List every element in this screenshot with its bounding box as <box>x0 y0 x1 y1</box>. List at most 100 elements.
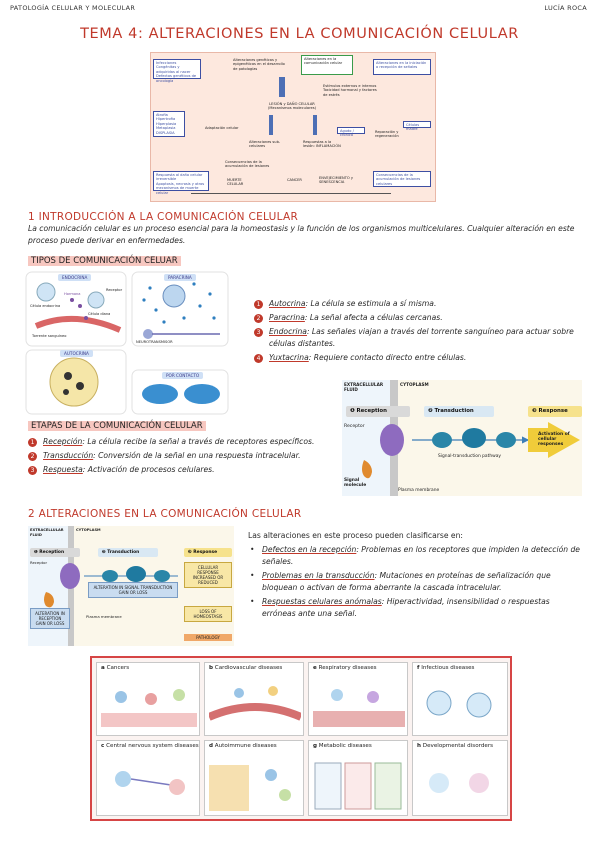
diagram-box-stimuli: Estímulos externos e internos Toxicidad … <box>323 84 377 97</box>
bullet: • <box>250 545 255 554</box>
infectious-illustration <box>426 690 492 718</box>
step-transduction: ❷ Transduction <box>98 548 158 557</box>
label-neurotransmitter: NEUROTRANSMISOR <box>136 340 173 344</box>
stages-pathway-illustration <box>362 422 580 479</box>
term-transduction-problems: Problemas en la transducción <box>262 571 375 580</box>
alteration-reception-box: ALTERATION IN RECEPTION GAIN OR LOSS <box>30 608 70 629</box>
label-plasma-membrane: Plasma membrane <box>398 488 440 493</box>
term-transduction: Transducción <box>43 451 94 460</box>
loss-homeostasis-box: LOSS OF HOMEOSTASIS <box>184 606 232 622</box>
disease-letter: a <box>101 665 105 671</box>
types-heading: TIPOS DE COMUNICACIÓN CELUAR <box>28 256 181 266</box>
diagram-box-inflammation: Respuestas a la lesión: INFLAMACIÓN <box>303 140 341 149</box>
term-juxtacrine: Yuxtacrina <box>269 353 309 362</box>
step-transduction: ❷ Transduction <box>424 406 494 417</box>
autoimmune-illustration <box>209 765 291 811</box>
diagram-box-accumulation: Consecuencias de la acumulación de lesio… <box>373 171 431 187</box>
disease-caption: h Developmental disorders <box>417 743 493 749</box>
label-autocrine: AUTOCRINA <box>60 350 93 357</box>
desc-response: : Activación de procesos celulares. <box>82 465 215 474</box>
label-receptor: Receptor <box>30 560 48 565</box>
diseases-figure: a Cancers b Cardiovascular diseases e Re… <box>90 656 512 821</box>
step-response-label: Response <box>538 408 568 414</box>
step-reception-label: Reception <box>39 550 65 555</box>
desc-juxtacrine: : Requiere contacto directo entre célula… <box>308 353 467 362</box>
term-response: Respuesta <box>43 465 83 474</box>
alterations-figure: EXTRACELLULAR FLUID CYTOPLASM ❶ Receptio… <box>28 526 234 646</box>
disease-caption: g Metabolic diseases <box>313 743 372 749</box>
alterations-list: • Defectos en la recepción: Problemas en… <box>248 544 580 620</box>
list-number: 4 <box>254 354 263 363</box>
disease-panel-autoimmune: d Autoimmune diseases <box>204 740 304 816</box>
page-title: TEMA 4: ALTERACIONES EN LA COMUNICACIÓN … <box>80 26 519 42</box>
overview-diagram: Infecciones Congénitas y adquiridas al n… <box>150 52 436 202</box>
list-number: 1 <box>254 300 263 309</box>
disease-letter: c <box>101 743 105 749</box>
list-item: 1 Autocrina: La célula se estimula a sí … <box>254 298 574 310</box>
disease-letter: g <box>313 743 318 749</box>
diagram-box-genetic: Alteraciones genéticas y epigenéticas en… <box>233 58 285 71</box>
stages-figure: EXTRACELLULAR FLUID CYTOPLASM ❶ Receptio… <box>342 380 582 496</box>
cell-response-box: CELLULAR RESPONSE INCREASED OR REDUCED <box>184 562 232 588</box>
desc-endocrine: : Las señales viajan a través del torren… <box>269 327 574 348</box>
stages-heading: ETAPAS DE LA COMUNICACIÓN CELULAR <box>28 421 206 431</box>
desc-reception: : La célula recibe la señal a través de … <box>82 437 315 446</box>
step-transduction-label: Transduction <box>107 550 140 555</box>
desc-anomalous-responses: : Hiperactividad, insensibilidad o respu… <box>262 597 550 618</box>
step-response: ❸ Response <box>184 548 232 557</box>
developmental-illustration <box>429 773 489 793</box>
header-course: PATOLOGÍA CELULAR Y MOLECULAR <box>10 4 136 12</box>
diagram-box-stem-cells: Células madre <box>403 121 431 131</box>
disease-name: Autoimmune diseases <box>214 743 277 749</box>
label-contact: POR CONTACTO <box>162 372 204 379</box>
disease-name: Cardiovascular diseases <box>214 665 283 671</box>
cancers-illustration <box>101 689 197 727</box>
desc-transduction-problems: : Mutaciones en proteínas de señalizació… <box>262 571 551 592</box>
label-activation: Activation of cellular responses <box>538 432 570 447</box>
disease-name: Infectious diseases <box>421 665 475 671</box>
stages-list: 1 Recepción: La célula recibe la señal a… <box>28 436 328 476</box>
respiratory-illustration <box>313 689 405 727</box>
disease-name: Cancers <box>106 665 130 671</box>
diagram-box-reception-alteration: Alteraciones en la iniciación o recepció… <box>373 59 431 75</box>
list-item: • Problemas en la transducción: Mutacion… <box>248 570 580 594</box>
list-item: • Respuestas celulares anómalas: Hiperac… <box>248 596 580 620</box>
disease-caption: d Autoimmune diseases <box>209 743 277 749</box>
disease-panel-infectious: f Infectious diseases <box>412 662 508 736</box>
diagram-box-consequences: Consecuencias de la acumulación de lesio… <box>225 160 270 169</box>
disease-caption: a Cancers <box>101 665 129 671</box>
disease-panel-cns: c Central nervous system diseases <box>96 740 200 816</box>
term-endocrine: Endocrina <box>269 327 307 336</box>
list-number: 1 <box>28 438 37 447</box>
step-response-label: Response <box>193 550 218 555</box>
desc-autocrine: : La célula se estimula a sí misma. <box>305 299 437 308</box>
pathology-box: PATHOLOGY <box>184 634 232 641</box>
disease-letter: f <box>417 665 420 671</box>
section1-heading: 1 INTRODUCCIÓN A LA COMUNICACIÓN CELULAR <box>28 211 299 223</box>
diagram-box-adaptations: Atrofia Hipertrofia Hiperplasia Metaplas… <box>153 111 185 137</box>
disease-caption: b Cardiovascular diseases <box>209 665 282 671</box>
list-item: 3 Respuesta: Activación de procesos celu… <box>28 464 328 476</box>
list-item: 1 Recepción: La célula recibe la señal a… <box>28 436 328 448</box>
list-item: 2 Transducción: Conversión de la señal e… <box>28 450 328 462</box>
disease-panel-cancers: a Cancers <box>96 662 200 736</box>
section2-intro: Las alteraciones en este proceso pueden … <box>248 531 463 540</box>
list-number: 2 <box>28 452 37 461</box>
desc-reception-defects: : Problemas en los receptores que impide… <box>262 545 580 566</box>
term-anomalous-responses: Respuestas celulares anómalas <box>262 597 382 606</box>
diagram-box-lesion: LESIÓN y DAÑO CELULAR (Mecanismos molecu… <box>267 102 316 111</box>
step-response: ❸ Response <box>528 406 582 417</box>
diagram-box-cancer: CANCER <box>287 178 302 182</box>
diagram-divider <box>191 193 391 194</box>
list-number: 2 <box>254 314 263 323</box>
diagram-box-acute: Agudo / crónico <box>337 127 365 137</box>
disease-letter: d <box>209 743 214 749</box>
term-paracrine: Paracrina <box>269 313 305 322</box>
section1-intro: La comunicación celular es un proceso es… <box>28 224 575 245</box>
disease-name: Developmental disorders <box>422 743 494 749</box>
list-item: 2 Paracrina: La señal afecta a células c… <box>254 312 574 324</box>
label-extracellular: EXTRACELLULAR FLUID <box>30 528 64 537</box>
disease-panel-metabolic: g Metabolic diseases <box>308 740 408 816</box>
label-extracellular: EXTRACELLULAR FLUID <box>344 382 384 392</box>
disease-panel-cardiovascular: b Cardiovascular diseases <box>204 662 304 736</box>
